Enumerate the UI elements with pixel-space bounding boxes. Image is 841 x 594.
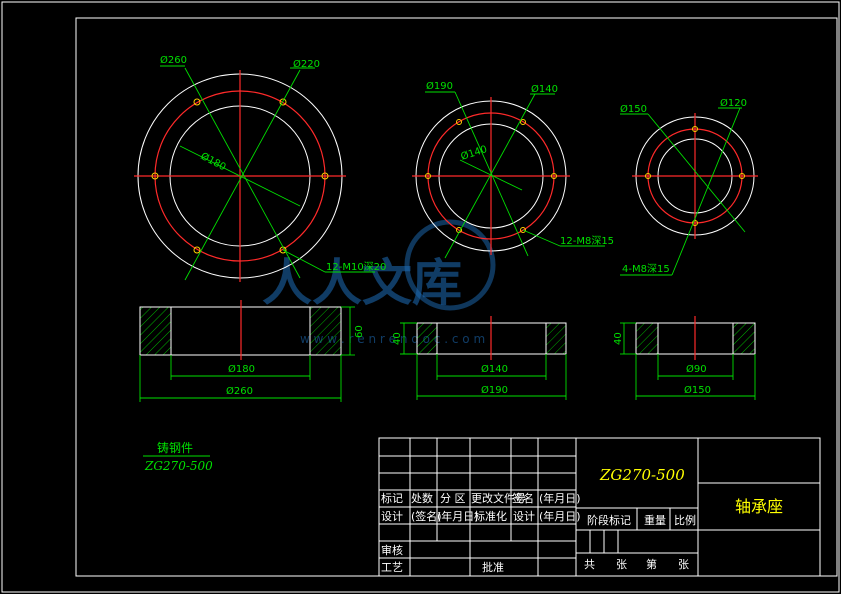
mid-section-view: Ø140 Ø190 40: [392, 316, 567, 400]
watermark-url: w w w . r e n r e n d o c . c o m: [300, 332, 485, 346]
right-holes-note: 4-M8深15: [622, 263, 670, 275]
mid-d-inner-label: Ø140: [459, 143, 488, 163]
left-bolt-holes: [151, 98, 329, 254]
left-section-view: Ø180 Ø260 60: [139, 300, 365, 402]
left-leader-inner: [179, 145, 301, 207]
left-sec-height: 60: [354, 325, 365, 338]
tb-r1-5: (年月日): [539, 491, 581, 505]
right-section-view: Ø90 Ø150 40: [613, 316, 756, 400]
tb-r1-0: 标记: [381, 491, 403, 505]
left-leader-outer: [184, 67, 301, 279]
tb-scale: 比例: [674, 513, 696, 527]
tb-sheet: 张: [678, 558, 689, 571]
right-sec-d-inner: Ø90: [686, 363, 707, 375]
left-leader-pcd: [184, 69, 301, 281]
tb-r1-4: 签名: [512, 491, 534, 505]
watermark: 人人文库 w w w . r e n r e n d o c . c o m: [262, 219, 496, 346]
title-block: ZG270-500 轴承座 标记 处数 分 区 更改文件号 签名 (年月日) 设…: [378, 437, 821, 577]
material-label: 铸钢件: [157, 440, 193, 455]
left-top-view: Ø260 Ø220 Ø180 12-M10深20: [134, 54, 386, 282]
mid-holes-note: 12-M8深15: [560, 235, 614, 247]
mid-d-pcd-label: Ø140: [531, 83, 558, 95]
mid-top-view: Ø190 Ø140 Ø140 12-M8深15: [412, 80, 614, 259]
tb-review: 审核: [381, 543, 403, 557]
mid-sec-d-inner: Ø140: [481, 363, 508, 375]
tb-material-code: ZG270-500: [599, 466, 685, 484]
left-sec-d-inner: Ø180: [228, 363, 255, 375]
tb-stage-mark: 阶段标记: [587, 513, 631, 527]
left-d-outer-label: Ø260: [160, 54, 187, 66]
mid-d-outer-label: Ø190: [426, 80, 453, 92]
tb-weight: 重量: [644, 513, 666, 527]
tb-r2-4: 设计: [513, 510, 535, 523]
mid-sec-height: 40: [392, 332, 403, 345]
tb-r2-2: (年月日): [437, 509, 479, 523]
tb-r1-3: 更改文件号: [471, 491, 526, 505]
right-d-outer-label: Ø150: [620, 103, 647, 115]
watermark-text: 人人文库: [262, 254, 462, 312]
tb-r2-1: (签名): [411, 509, 442, 523]
left-d-inner-label: Ø180: [199, 150, 228, 173]
right-sec-height: 40: [613, 332, 624, 345]
tb-part-name: 轴承座: [735, 497, 783, 516]
left-sec-d-outer: Ø260: [226, 385, 253, 397]
tb-approve: 批准: [482, 560, 504, 574]
tb-total: 共: [584, 558, 595, 571]
tb-r1-1: 处数: [411, 492, 433, 505]
right-sec-d-outer: Ø150: [684, 384, 711, 396]
tb-r2-5: (年月日): [539, 509, 581, 523]
right-bolt-holes: [645, 126, 745, 226]
material-grade: ZG270-500: [144, 459, 213, 473]
tb-r2-3: 标准化: [474, 509, 507, 523]
mid-sec-d-outer: Ø190: [481, 384, 508, 396]
left-holes-note: 12-M10深20: [326, 261, 386, 273]
tb-sheets: 张: [616, 558, 627, 571]
tb-no: 第: [646, 557, 657, 571]
right-d-pcd-label: Ø120: [720, 97, 747, 109]
left-d-pcd-label: Ø220: [293, 58, 320, 70]
tb-r1-2: 分 区: [440, 492, 466, 505]
tb-r2-0: 设计: [381, 510, 403, 523]
material-note: 铸钢件 ZG270-500: [143, 440, 213, 473]
tb-process: 工艺: [381, 561, 403, 574]
right-top-view: Ø150 Ø120 4-M8深15: [620, 97, 758, 276]
